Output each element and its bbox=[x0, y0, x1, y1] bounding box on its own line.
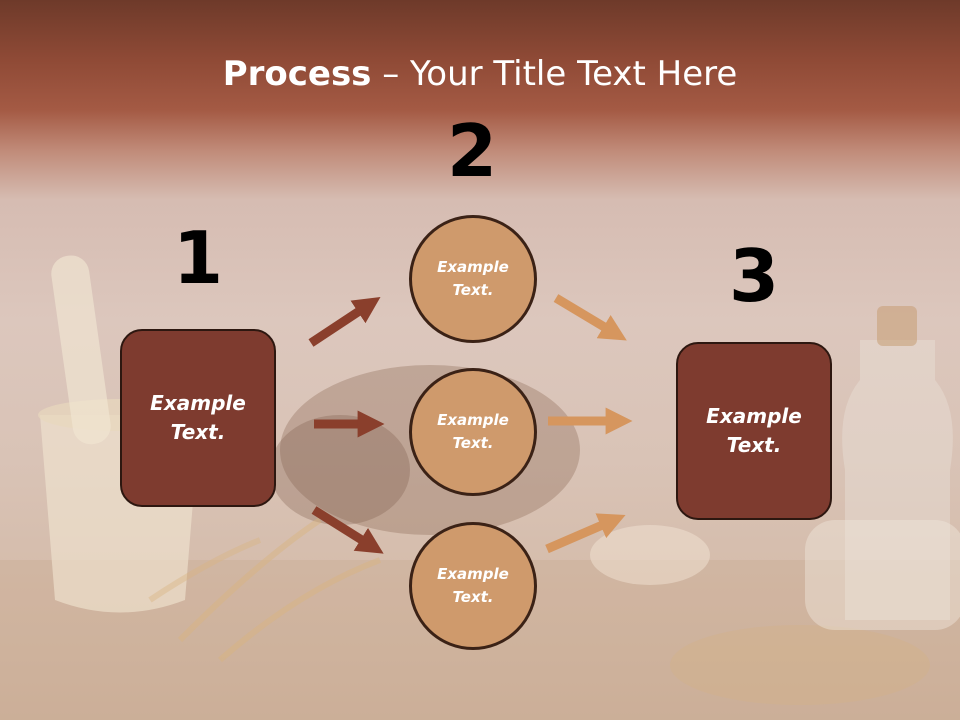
step-1-label: Example Text. bbox=[150, 391, 246, 444]
slide-title: Process – Your Title Text Here bbox=[0, 52, 960, 96]
circle-middle-label: Example Text. bbox=[437, 411, 509, 452]
arrow-to-bottom-circle bbox=[311, 506, 384, 554]
circle-bottom-label: Example Text. bbox=[437, 565, 509, 606]
step-3-label: Example Text. bbox=[706, 404, 802, 457]
circle-top-label: Example Text. bbox=[437, 258, 509, 299]
step-3-box[interactable]: Example Text. bbox=[676, 342, 832, 520]
arrow-from-top-circle bbox=[553, 294, 627, 341]
arrow-to-top-circle bbox=[308, 297, 381, 347]
arrow-from-bottom-circle bbox=[545, 513, 626, 554]
step-1-box[interactable]: Example Text. bbox=[120, 329, 276, 507]
step-2-circle-middle[interactable]: Example Text. bbox=[409, 368, 537, 496]
step-number-2: 2 bbox=[446, 109, 498, 193]
title-bold: Process bbox=[222, 54, 372, 94]
step-2-circle-bottom[interactable]: Example Text. bbox=[409, 522, 537, 650]
title-rest: – Your Title Text Here bbox=[371, 54, 738, 94]
step-number-3: 3 bbox=[728, 234, 780, 318]
step-2-circle-top[interactable]: Example Text. bbox=[409, 215, 537, 343]
step-number-1: 1 bbox=[172, 216, 224, 300]
